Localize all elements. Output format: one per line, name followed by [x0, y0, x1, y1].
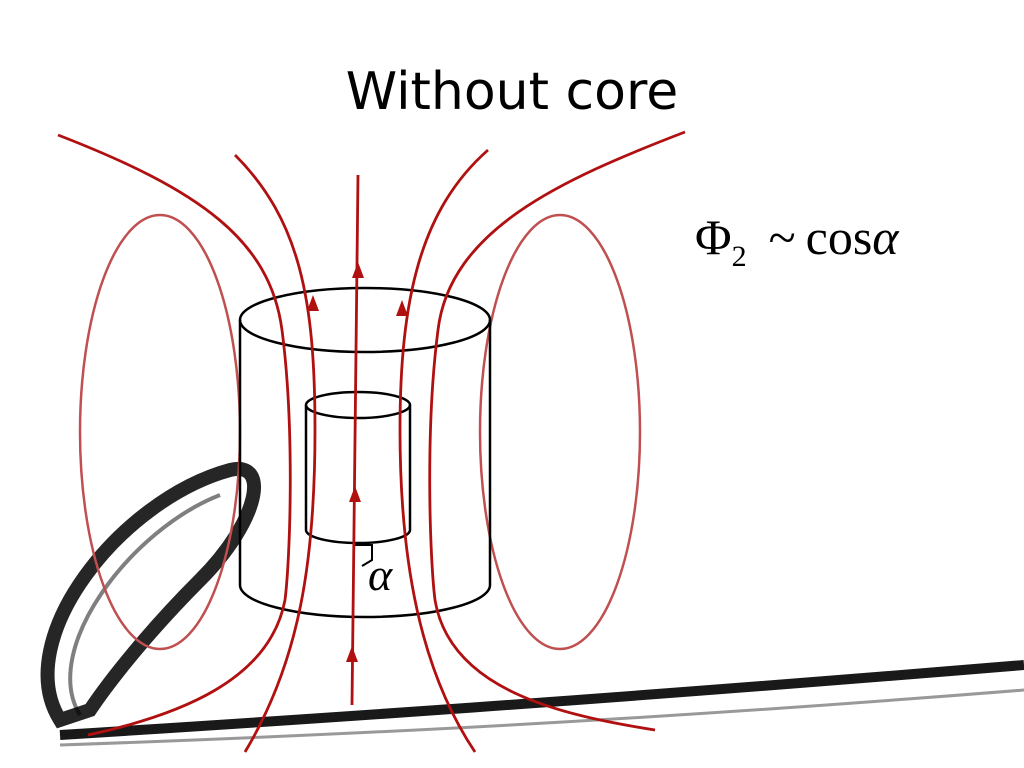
arrow-up-icon	[307, 295, 319, 311]
flux-subscript: 2	[731, 240, 747, 273]
angle-label: α	[368, 549, 393, 600]
field-arrows	[307, 262, 408, 662]
arrow-up-icon	[396, 300, 408, 316]
outer-coil	[238, 286, 492, 619]
field-line-inner-left	[234, 154, 317, 753]
field-line-outer-right	[428, 130, 686, 732]
field-line-inner-right	[398, 148, 489, 753]
flux-symbol: Φ	[695, 209, 732, 265]
field-loop-left	[78, 213, 242, 651]
alpha-variable: α	[872, 209, 899, 265]
flux-formula: Φ2 ~cosα	[695, 208, 899, 273]
slide-title: Without core	[345, 62, 679, 122]
arrow-up-icon	[346, 646, 358, 662]
field-loop-right	[478, 213, 642, 651]
field-line-center	[350, 174, 360, 706]
arrow-up-icon	[349, 486, 361, 502]
arrow-up-icon	[352, 262, 364, 278]
background-swoosh	[40, 461, 1024, 747]
angle-marker	[355, 544, 373, 567]
cos-function: cos	[805, 209, 873, 265]
field-lines	[57, 130, 686, 753]
inner-coil	[304, 390, 412, 545]
field-line-outer-left	[57, 133, 292, 737]
proportional-sign: ~	[768, 209, 796, 265]
